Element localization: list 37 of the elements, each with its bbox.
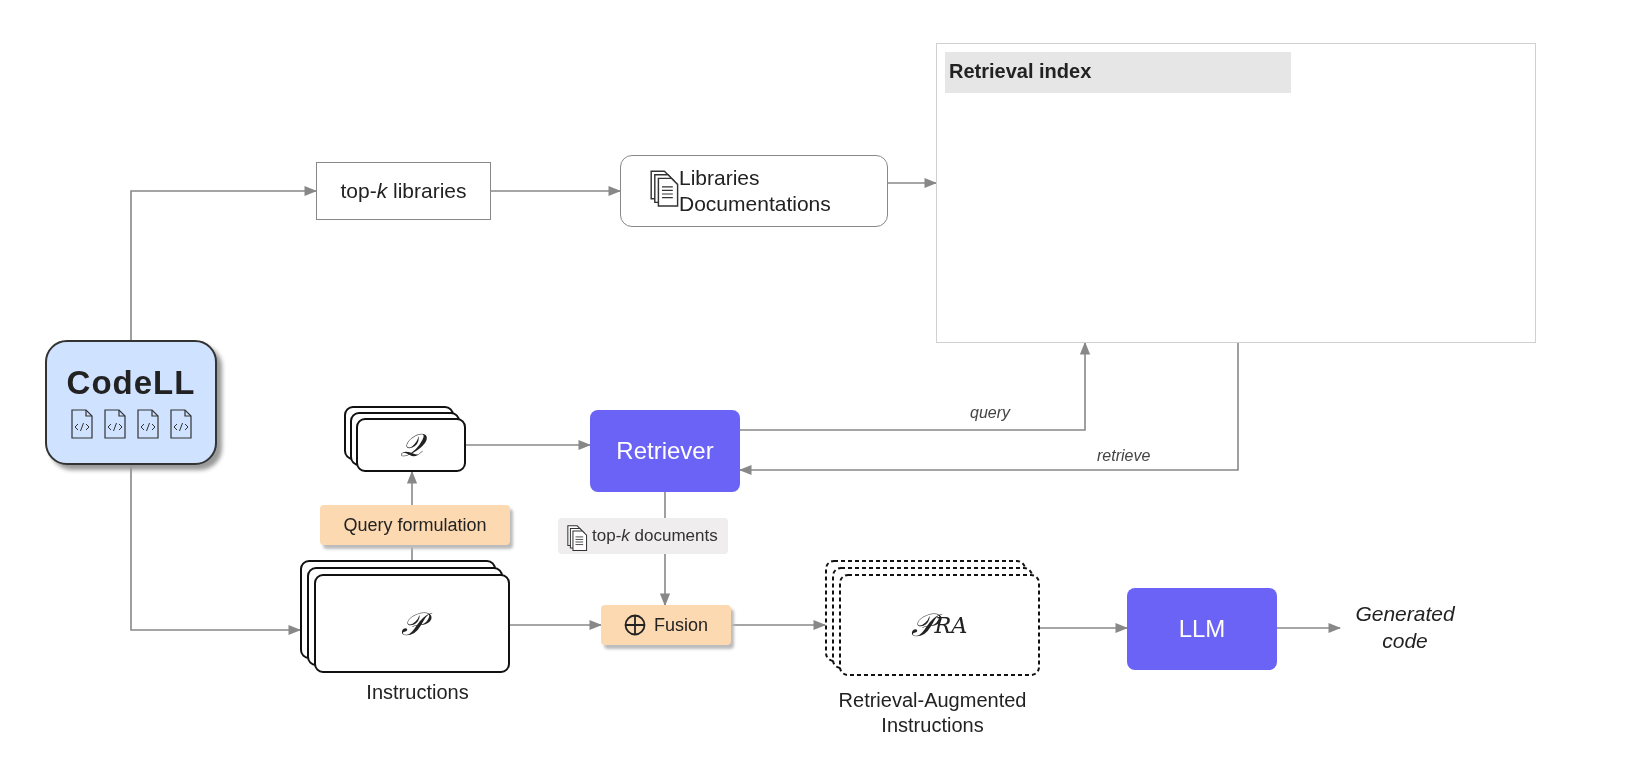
process-box: [620, 155, 888, 227]
node-label: LLM: [1178, 615, 1226, 643]
node-label: top-k libraries: [340, 179, 467, 203]
arrow: [887, 177, 938, 189]
arrow: [739, 341, 1091, 431]
dataset-box: [45, 340, 217, 465]
process-box: [316, 162, 491, 220]
arrow: [509, 619, 603, 631]
arrow: [465, 439, 592, 451]
arrow: [730, 619, 827, 631]
panel-heading: Retrieval index: [945, 52, 1292, 93]
operation-box: [601, 605, 731, 645]
arrow: [738, 342, 1239, 476]
caption-text: Instructions: [365, 680, 470, 705]
arrow: [1039, 622, 1129, 634]
caption-text: Retrieval-Augmented Instructions: [837, 688, 1028, 738]
arrow: [1276, 622, 1342, 634]
card-stack: [825, 560, 1040, 676]
node-label: Libraries Documentations: [679, 164, 832, 217]
node-label: 𝒫: [314, 574, 510, 673]
node-label: Query formulation: [343, 514, 487, 536]
node-label: 𝒬: [356, 418, 466, 472]
model-box: [590, 410, 740, 492]
node-label: CodeLL: [66, 364, 196, 402]
arrow: [490, 185, 622, 197]
node-label: Retriever: [616, 437, 714, 465]
card-stack: [344, 406, 466, 472]
operation-box: [320, 505, 510, 545]
card-stack: [300, 560, 510, 673]
arrow: [130, 464, 302, 636]
arrow: [406, 470, 418, 506]
node-label: Generated code: [1354, 600, 1456, 654]
node-label: Fusion: [654, 614, 708, 636]
retrieval-index-panel: [936, 43, 1536, 343]
edge-label: top-k documents: [558, 518, 728, 554]
model-box: [1127, 588, 1277, 670]
arrow: [130, 185, 318, 341]
